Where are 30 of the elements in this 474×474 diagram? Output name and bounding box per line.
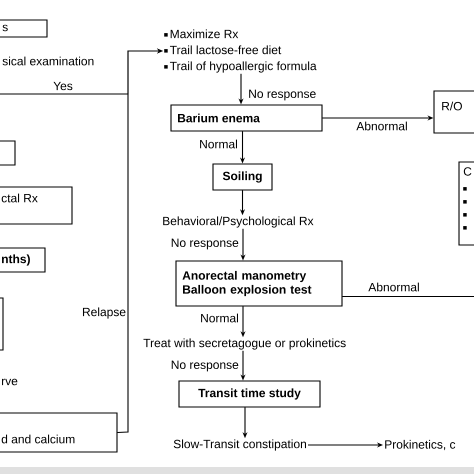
process-box: s	[0, 19, 48, 38]
edge-label: Normal	[198, 138, 239, 150]
edge-label: No response	[170, 360, 240, 372]
edge-label: No response	[170, 238, 240, 250]
list-item: Maximize Rx	[164, 29, 238, 38]
note-text: sical examination	[2, 56, 94, 66]
edge-label: Normal	[199, 312, 240, 324]
process-box: R/O	[433, 90, 474, 134]
process-box: Barium enema	[170, 104, 323, 132]
step-text: Prokinetics, c	[385, 440, 456, 450]
process-box: Anorectal manometry Balloon explosion test	[175, 260, 343, 307]
process-box	[0, 140, 16, 166]
process-box: nths)	[0, 247, 46, 273]
step-text: Slow-Transit constipation	[174, 439, 306, 451]
list-item: Trail lactose-free diet	[164, 45, 282, 54]
process-box: d and calcium	[0, 412, 118, 453]
edge-label: Yes	[52, 80, 74, 92]
list-item: Trail of hypoallergic formula	[164, 61, 317, 73]
process-box	[0, 297, 4, 351]
edge-label: No response	[247, 88, 318, 102]
edge-label: Abnormal	[367, 282, 421, 292]
edge-label: Relapse	[80, 306, 128, 320]
process-box: ctal Rx	[0, 186, 73, 225]
process-box: Soiling	[212, 163, 273, 191]
process-box: Transit time study	[178, 380, 321, 408]
note-text: rve	[2, 378, 18, 386]
step-text: Treat with secretagogue or prokinetics	[143, 338, 346, 350]
step-text: Behavioral/Psychological Rx	[163, 216, 314, 228]
process-box: C	[458, 161, 474, 246]
edge-label: Abnormal	[355, 120, 409, 132]
